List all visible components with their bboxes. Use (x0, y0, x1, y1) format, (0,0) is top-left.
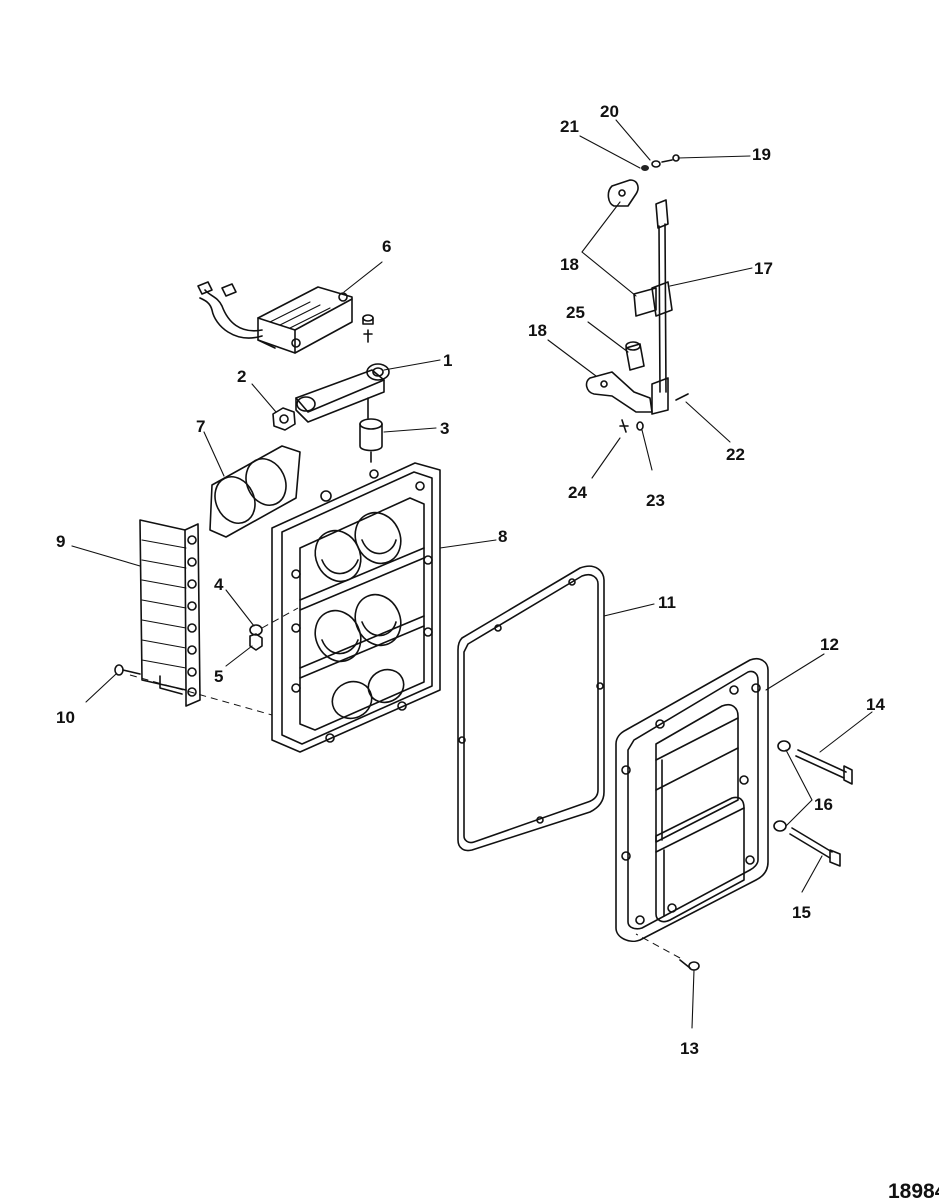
label-20: 20 (600, 102, 619, 121)
label-5: 5 (214, 667, 223, 686)
part-12-cover-plate (615, 657, 769, 943)
part-2-nut (272, 407, 296, 431)
callout-labels: 1 2 3 6 7 9 8 4 5 10 11 12 14 16 15 13 1… (56, 102, 885, 1058)
label-3: 3 (440, 419, 449, 438)
label-24: 24 (568, 483, 587, 502)
part-1-bracket (295, 314, 390, 423)
alignment-lines (129, 607, 299, 716)
label-12: 12 (820, 635, 839, 654)
part-6-module (197, 281, 353, 354)
label-7: 7 (196, 417, 205, 436)
label-21: 21 (560, 117, 579, 136)
label-13: 13 (680, 1039, 699, 1058)
part-9-reed-block (139, 519, 201, 707)
label-22: 22 (726, 445, 745, 464)
label-16: 16 (814, 795, 833, 814)
figure-number: 18984 (888, 1180, 939, 1200)
part-13-screw (635, 933, 700, 971)
label-6: 6 (382, 237, 391, 256)
parts-14-15-16-bolts (773, 740, 853, 867)
label-18-lower: 18 (528, 321, 547, 340)
label-11: 11 (658, 593, 676, 612)
label-17: 17 (754, 259, 773, 278)
part-3-mount (359, 397, 383, 463)
label-18-upper: 18 (560, 255, 579, 274)
label-8: 8 (498, 527, 507, 546)
label-19: 19 (752, 145, 771, 164)
label-9: 9 (56, 532, 65, 551)
part-7-gasket (209, 445, 301, 538)
label-2: 2 (237, 367, 246, 386)
leader-lines (71, 119, 873, 1029)
label-15: 15 (792, 903, 811, 922)
label-4: 4 (214, 575, 224, 594)
part-8-housing (271, 462, 441, 753)
label-1: 1 (443, 351, 452, 370)
parts-4-5-washer-nut (249, 624, 263, 651)
part-10-screw (114, 664, 141, 676)
label-25: 25 (566, 303, 585, 322)
linkage-assembly (585, 154, 689, 433)
label-10: 10 (56, 708, 75, 727)
part-11-gasket (457, 565, 605, 852)
label-14: 14 (866, 695, 885, 714)
label-23: 23 (646, 491, 665, 510)
